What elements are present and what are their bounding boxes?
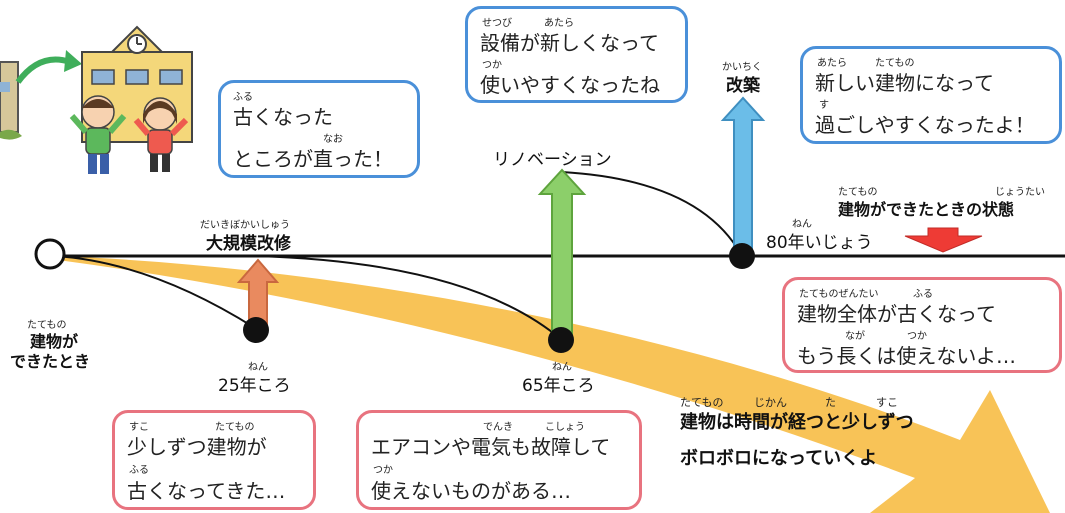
point-25-ruby: ねん <box>248 362 268 373</box>
aging-ruby-d: すこ <box>876 396 898 409</box>
bubble-equipment-line1: 設備が新しくなって <box>480 31 659 55</box>
bubble-equipment-line2: 使いやすくなったね <box>480 73 660 97</box>
point-25-marker <box>243 317 269 343</box>
major-repair-label: 大規模改修 <box>206 234 291 254</box>
bubble-slowly-ruby1b: たてもの <box>215 422 255 433</box>
bubble-wholeold: たてものぜんたい ふる 建物全体が古くなって なが つか もう長くは使えないよ… <box>782 277 1062 373</box>
school-children-illustration <box>0 25 193 174</box>
bubble-wholeold-ruby2a: なが <box>845 331 865 342</box>
rebuild-label: 改築 <box>726 76 760 96</box>
bubble-newbuilding-ruby1b: たてもの <box>875 58 915 69</box>
major-repair-ruby: だいきぼかいしゅう <box>200 220 290 231</box>
bubble-wholeold-ruby1b: ふる <box>913 289 933 300</box>
bubble-aircon-ruby1a: でんき <box>483 422 513 433</box>
bubble-equipment-ruby1a: せつび <box>482 18 512 29</box>
bubble-slowly-ruby1a: すこ <box>129 422 149 433</box>
bubble-slowly: すこ たてもの 少しずつ建物が ふる 古くなってきた… <box>112 410 316 510</box>
built-label-line2: できたとき <box>10 352 91 371</box>
bubble-repaired-line2: ところが直った！ <box>233 147 393 171</box>
bubble-wholeold-ruby1a: たてものぜんたい <box>799 289 879 300</box>
bubble-slowly-ruby2: ふる <box>129 465 149 476</box>
decay-curve-1 <box>54 255 256 329</box>
bubble-newbuilding-ruby2: す <box>819 100 829 111</box>
rebuild-arrow <box>720 96 766 255</box>
bubble-wholeold-line1: 建物全体が古くなって <box>797 302 996 326</box>
bubble-aircon: でんき こしょう エアコンや電気も故障して つか 使えないものがある… <box>356 410 642 510</box>
bubble-wholeold-line2: もう長くは使えないよ… <box>797 344 1016 368</box>
bubble-slowly-line1: 少しずつ建物が <box>127 435 267 459</box>
aging-line1: 建物は時間が経つと少しずつ <box>680 412 914 433</box>
point-65-label: 65年ころ <box>522 376 595 396</box>
bubble-aircon-ruby2: つか <box>373 465 393 476</box>
state-ruby-left: たてもの <box>838 187 878 198</box>
state-ruby-right: じょうたい <box>995 187 1045 198</box>
bubble-aircon-ruby1b: こしょう <box>545 422 585 433</box>
bubble-newbuilding-ruby1a: あたら <box>817 58 847 69</box>
bubble-newbuilding-line1: 新しい建物になって <box>815 71 994 95</box>
bubble-repaired-ruby1: ふる <box>233 92 253 103</box>
rebuild-ruby: かいちく <box>722 62 762 73</box>
point-80-marker <box>729 243 755 269</box>
bubble-repaired-line1: 古くなった <box>233 105 333 129</box>
decline-band-arrow <box>58 256 1050 513</box>
bubble-wholeold-ruby2b: つか <box>907 331 927 342</box>
bubble-slowly-line2: 古くなってきた… <box>127 479 286 503</box>
bubble-newbuilding: あたら たてもの 新しい建物になって す 過ごしやすくなったよ！ <box>800 46 1062 144</box>
decay-curve-2 <box>254 255 563 341</box>
point-25-label: 25年ころ <box>218 376 291 396</box>
point-65-marker <box>548 327 574 353</box>
bubble-aircon-line1: エアコンや電気も故障して <box>371 435 611 459</box>
start-marker <box>34 238 66 270</box>
state-label: 建物ができたときの状態 <box>838 200 1015 219</box>
aging-ruby-a: たてもの <box>680 396 724 409</box>
aging-line2: ボロボロになっていくよ <box>680 448 878 469</box>
point-65-ruby: ねん <box>552 362 572 373</box>
point-80-label: 80年いじょう <box>766 233 873 253</box>
bubble-equipment-ruby1b: あたら <box>544 18 574 29</box>
renovation-label: リノベーション <box>493 150 612 170</box>
built-ruby: たてもの <box>27 320 67 331</box>
aging-ruby-c: た <box>825 396 836 409</box>
repair-arrow <box>236 258 280 329</box>
bubble-repaired: ふる 古くなった なお ところが直った！ <box>218 80 420 178</box>
decay-curve-3 <box>561 171 743 257</box>
bubble-newbuilding-line2: 過ごしやすくなったよ！ <box>815 113 1035 137</box>
bubble-aircon-line2: 使えないものがある… <box>371 479 571 503</box>
point-80-ruby: ねん <box>792 219 812 230</box>
built-label-line1: 建物が <box>30 332 79 351</box>
bubble-equipment-ruby2: つか <box>482 60 502 71</box>
bubble-repaired-ruby2: なお <box>323 134 343 145</box>
aging-ruby-b: じかん <box>754 396 787 409</box>
renovation-arrow <box>537 168 587 339</box>
bubble-equipment: せつび あたら 設備が新しくなって つか 使いやすくなったね <box>465 6 688 103</box>
state-arrow <box>904 227 983 253</box>
